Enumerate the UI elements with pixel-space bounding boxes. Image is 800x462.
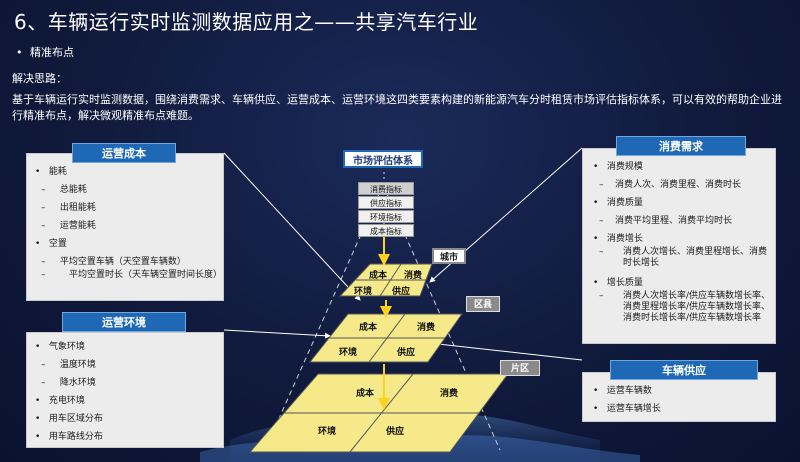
env-item-1: – 温度环境 [41,360,96,370]
system-title-box [343,150,423,168]
tag-district: 区县 [466,296,500,312]
area-environment: 环境 [317,427,336,437]
cost-item-5: – 平均空置车辆（天空置车辆数） [41,257,186,267]
demand-item-4: • 消费增长 [593,234,643,244]
description: 基于车辆运行实时监测数据，围绕消费需求、车辆供应、运营成本、运营环境这四类要素构… [12,93,782,122]
bullet-text: 精准布点 [30,46,74,59]
demand-item-2: • 消费质量 [593,198,643,208]
district-supply: 供应 [396,348,415,358]
cost-item-3: – 运营能耗 [41,221,96,231]
indicator-environment: 环境指标 [358,210,414,223]
demand-item-5: –消费人次增长、消费里程增长、消费时长增长 [599,247,768,268]
system-title: 市场评估体系 [353,156,413,167]
bullet-heading: • 精准布点 [16,44,74,60]
city-environment: 环境 [353,287,372,297]
env-item-5: • 用车路线分布 [35,432,103,442]
demand-item-3: – 消费平均里程、消费平均时长 [599,216,732,226]
indicator-supply: 供应指标 [358,196,414,209]
supply-item-0: • 运营车辆数 [593,386,652,396]
flow-arrows [378,236,392,410]
tag-area: 片区 [500,360,540,376]
panel-vehicle-supply: • 运营车辆数 • 运营车辆增长 [582,372,776,422]
panel-head-vehicle-supply: 车辆供应 [610,360,758,380]
district-environment: 环境 [338,348,357,358]
tile-district [308,313,463,363]
supply-item-1: • 运营车辆增长 [593,404,661,414]
tile-area [248,373,509,453]
demand-item-6: • 增长质量 [593,278,643,288]
bullet-dot-icon: • [16,46,23,59]
env-item-3: • 充电环境 [35,396,85,406]
city-cost: 成本 [368,271,387,281]
indicator-stack: 消费指标 供应指标 环境指标 成本指标 [358,182,416,240]
env-item-2: – 降水环境 [41,378,96,388]
env-item-0: • 气象环境 [35,342,85,352]
panel-head-operating-cost: 运营成本 [72,143,176,163]
tile-city [338,263,433,297]
demand-item-0: • 消费规模 [593,162,643,172]
panel-head-operating-environment: 运营环境 [62,312,186,332]
city-supply: 供应 [391,287,410,297]
panel-head-consumption-demand: 消费需求 [616,136,746,156]
district-cost: 成本 [358,323,377,333]
panel-operating-cost: • 能耗 – 总能耗 – 出租能耗 – 运营能耗 • 空置 – 平均空置车辆（天… [26,153,224,301]
cost-item-0: • 能耗 [35,167,67,177]
demand-item-7: –消费人次增长率/供应车辆数增长率、消费里程增长率/供应车辆数增长率、消费时长增… [599,291,771,323]
env-item-4: • 用车区域分布 [35,414,103,424]
cost-item-4: • 空置 [35,239,67,249]
approach-label: 解决思路： [12,72,67,85]
area-cost: 成本 [355,389,374,399]
panel-consumption-demand: • 消费规模 – 消费人次、消费里程、消费时长 • 消费质量 – 消费平均里程、… [582,148,776,344]
city-consumption: 消费 [403,271,422,281]
demand-item-1: – 消费人次、消费里程、消费时长 [599,180,741,190]
cost-item-2: – 出租能耗 [41,203,96,213]
indicator-consumption: 消费指标 [358,182,414,195]
cost-item-6: –平均空置时长（天车辆空置时间长度） [41,270,223,280]
area-supply: 供应 [385,427,404,437]
indicator-cost: 成本指标 [358,224,414,237]
cost-item-1: – 总能耗 [41,185,87,195]
tag-city: 城市 [432,248,466,264]
area-consumption: 消费 [439,389,458,399]
page-title: 6、车辆运行实时监测数据应用之——共享汽车行业 [14,10,479,34]
district-consumption: 消费 [416,323,435,333]
panel-operating-environment: • 气象环境 – 温度环境 – 降水环境 • 充电环境 • 用车区域分布 • 用… [26,332,224,448]
